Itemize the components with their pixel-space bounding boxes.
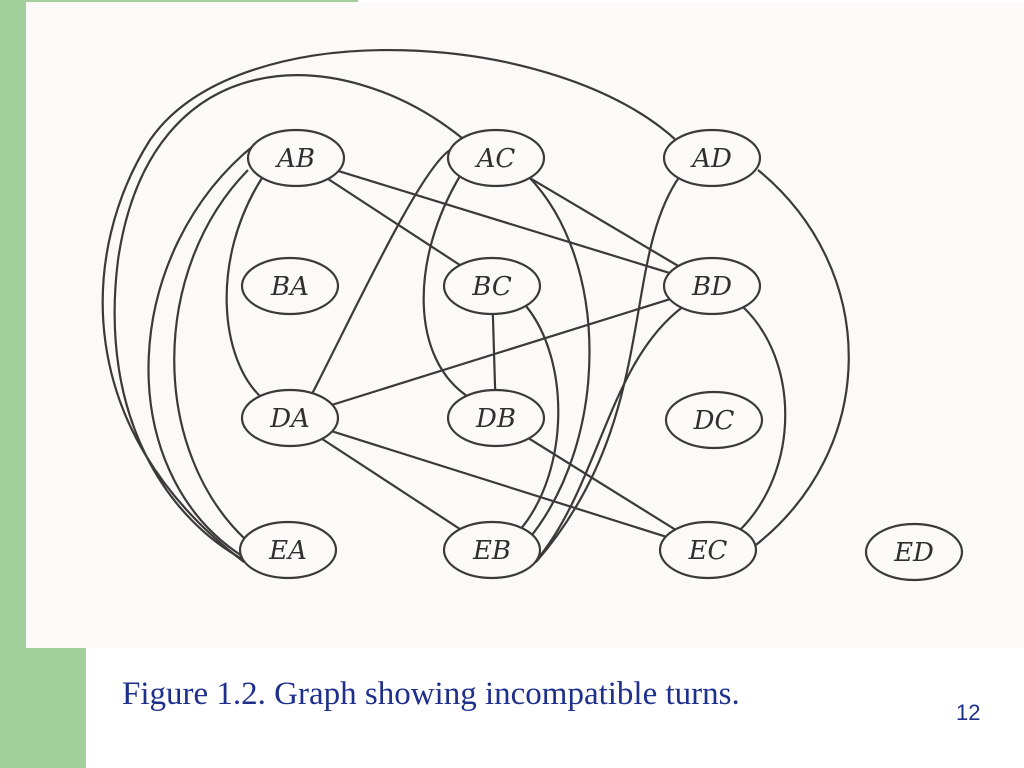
node-db: DB <box>446 388 546 448</box>
graph-edges <box>101 49 850 563</box>
node-ec: EC <box>658 520 758 580</box>
edge-ac-ea <box>113 74 463 561</box>
node-bc-label: BC <box>471 272 512 302</box>
node-ea-label: EA <box>268 536 307 566</box>
node-ab-label: AB <box>275 144 315 174</box>
node-db-ellipse <box>446 388 546 448</box>
node-ba-ellipse <box>240 256 340 316</box>
node-da-ellipse <box>240 388 340 448</box>
node-ec-ellipse <box>658 520 758 580</box>
graph-nodes: AB AC AD BA BC BD DA DB DC EA EB EC ED <box>238 128 964 582</box>
edge-da-eb <box>289 417 493 551</box>
edge-ac-db <box>422 175 471 399</box>
node-da-label: DA <box>269 404 310 434</box>
node-ba: BA <box>240 256 340 316</box>
node-eb-label: EB <box>472 536 511 566</box>
node-bc-ellipse <box>442 256 542 316</box>
node-ac: AC <box>446 128 546 188</box>
edge-da-ec <box>289 416 709 552</box>
edge-bd-ec <box>739 305 787 531</box>
node-ba-label: BA <box>270 272 309 302</box>
node-bd-ellipse <box>662 256 762 316</box>
node-ad: AD <box>662 128 762 188</box>
node-dc-ellipse <box>664 390 764 450</box>
node-ad-ellipse <box>662 128 762 188</box>
node-db-label: DB <box>475 404 516 434</box>
node-ed: ED <box>864 522 964 582</box>
edge-ea-ab <box>147 141 259 557</box>
edge-bd-da <box>289 284 713 420</box>
figure-caption: Figure 1.2. Graph showing incompatible t… <box>122 676 740 712</box>
page-number: 12 <box>956 700 981 725</box>
node-ea: EA <box>238 520 338 580</box>
edge-ab-da <box>225 177 263 399</box>
node-da: DA <box>240 388 340 448</box>
edge-ad-eb <box>535 175 681 563</box>
edge-bd-eb <box>539 305 685 557</box>
node-ab-ellipse <box>246 128 346 188</box>
edge-ab-bd <box>295 156 713 288</box>
edge-ac-eb <box>527 175 591 541</box>
edge-ad-ec <box>751 169 850 549</box>
edge-ac-da <box>311 149 451 395</box>
edge-ab-ea <box>173 169 249 541</box>
node-dc: DC <box>664 390 764 450</box>
node-ec-label: EC <box>688 536 728 566</box>
node-ea-ellipse <box>238 520 338 580</box>
node-bd: BD <box>662 256 762 316</box>
edge-ad-ea <box>101 49 679 563</box>
slide-accent-strip <box>0 0 26 768</box>
node-ed-label: ED <box>893 538 934 568</box>
node-dc-label: DC <box>693 406 735 436</box>
edge-bc-eb <box>519 305 560 531</box>
node-bc: BC <box>442 256 542 316</box>
node-ed-ellipse <box>864 522 964 582</box>
node-eb: EB <box>442 520 542 580</box>
slide-accent-block <box>0 648 86 768</box>
node-ac-label: AC <box>475 144 516 174</box>
node-ab: AB <box>246 128 346 188</box>
node-eb-ellipse <box>442 520 542 580</box>
node-ad-label: AD <box>690 144 732 174</box>
slide-accent-rule <box>26 0 358 2</box>
node-ac-ellipse <box>446 128 546 188</box>
edge-db-ec <box>495 417 709 551</box>
node-bd-label: BD <box>691 272 732 302</box>
